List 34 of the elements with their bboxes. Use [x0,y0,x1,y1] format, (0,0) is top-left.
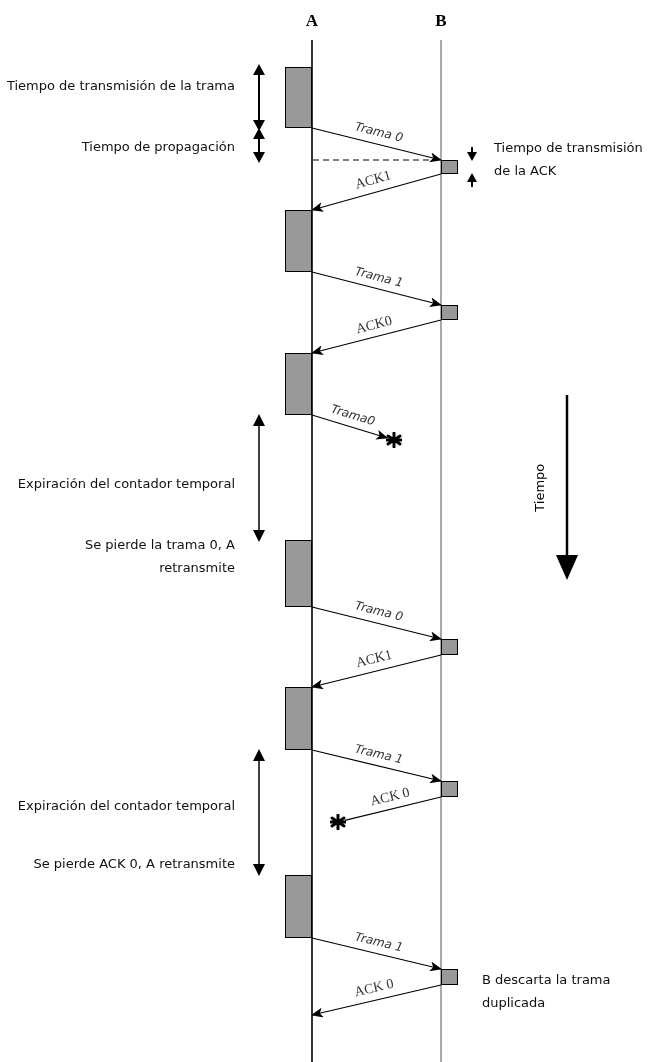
arrow [311,937,442,972]
annotation-text: Expiración del contador temporal [16,797,235,815]
annotation-text: Tiempo de transmisión de la ACK [494,139,644,180]
arrow [311,984,442,1018]
annotation-text: Expiración del contador temporal [16,475,235,493]
transmission-block [441,781,458,797]
annotation-text: Tiempo de propagación [80,138,235,156]
arrow [311,271,442,308]
arrow [311,173,442,212]
annotation-text: Se pierde ACK 0, A retransmite [32,855,235,873]
transmission-block [285,540,312,607]
lifeline-label: B [434,10,448,32]
annotation-text: Se pierde la trama 0, A retransmite [83,536,235,577]
axis-label: Tiempo [531,462,549,513]
transmission-block [441,305,458,320]
transmission-block [441,969,458,985]
loss-star [330,814,346,830]
transmission-block [441,160,458,174]
arrow [311,127,442,163]
arrow [311,749,442,784]
lifeline-label: A [304,10,320,32]
transmission-block [285,875,312,938]
arrow [311,319,442,356]
arrow [311,606,442,642]
loss-star [386,432,402,448]
arrow [311,654,442,690]
annotation-text: Tiempo de transmisión de la trama [5,77,235,95]
annotation-text: B descarta la trama duplicada [482,971,612,1012]
arrow [311,414,389,440]
transmission-block [285,210,312,272]
transmission-block [285,687,312,750]
transmission-block [285,67,312,128]
transmission-block [285,353,312,415]
transmission-block [441,639,458,655]
